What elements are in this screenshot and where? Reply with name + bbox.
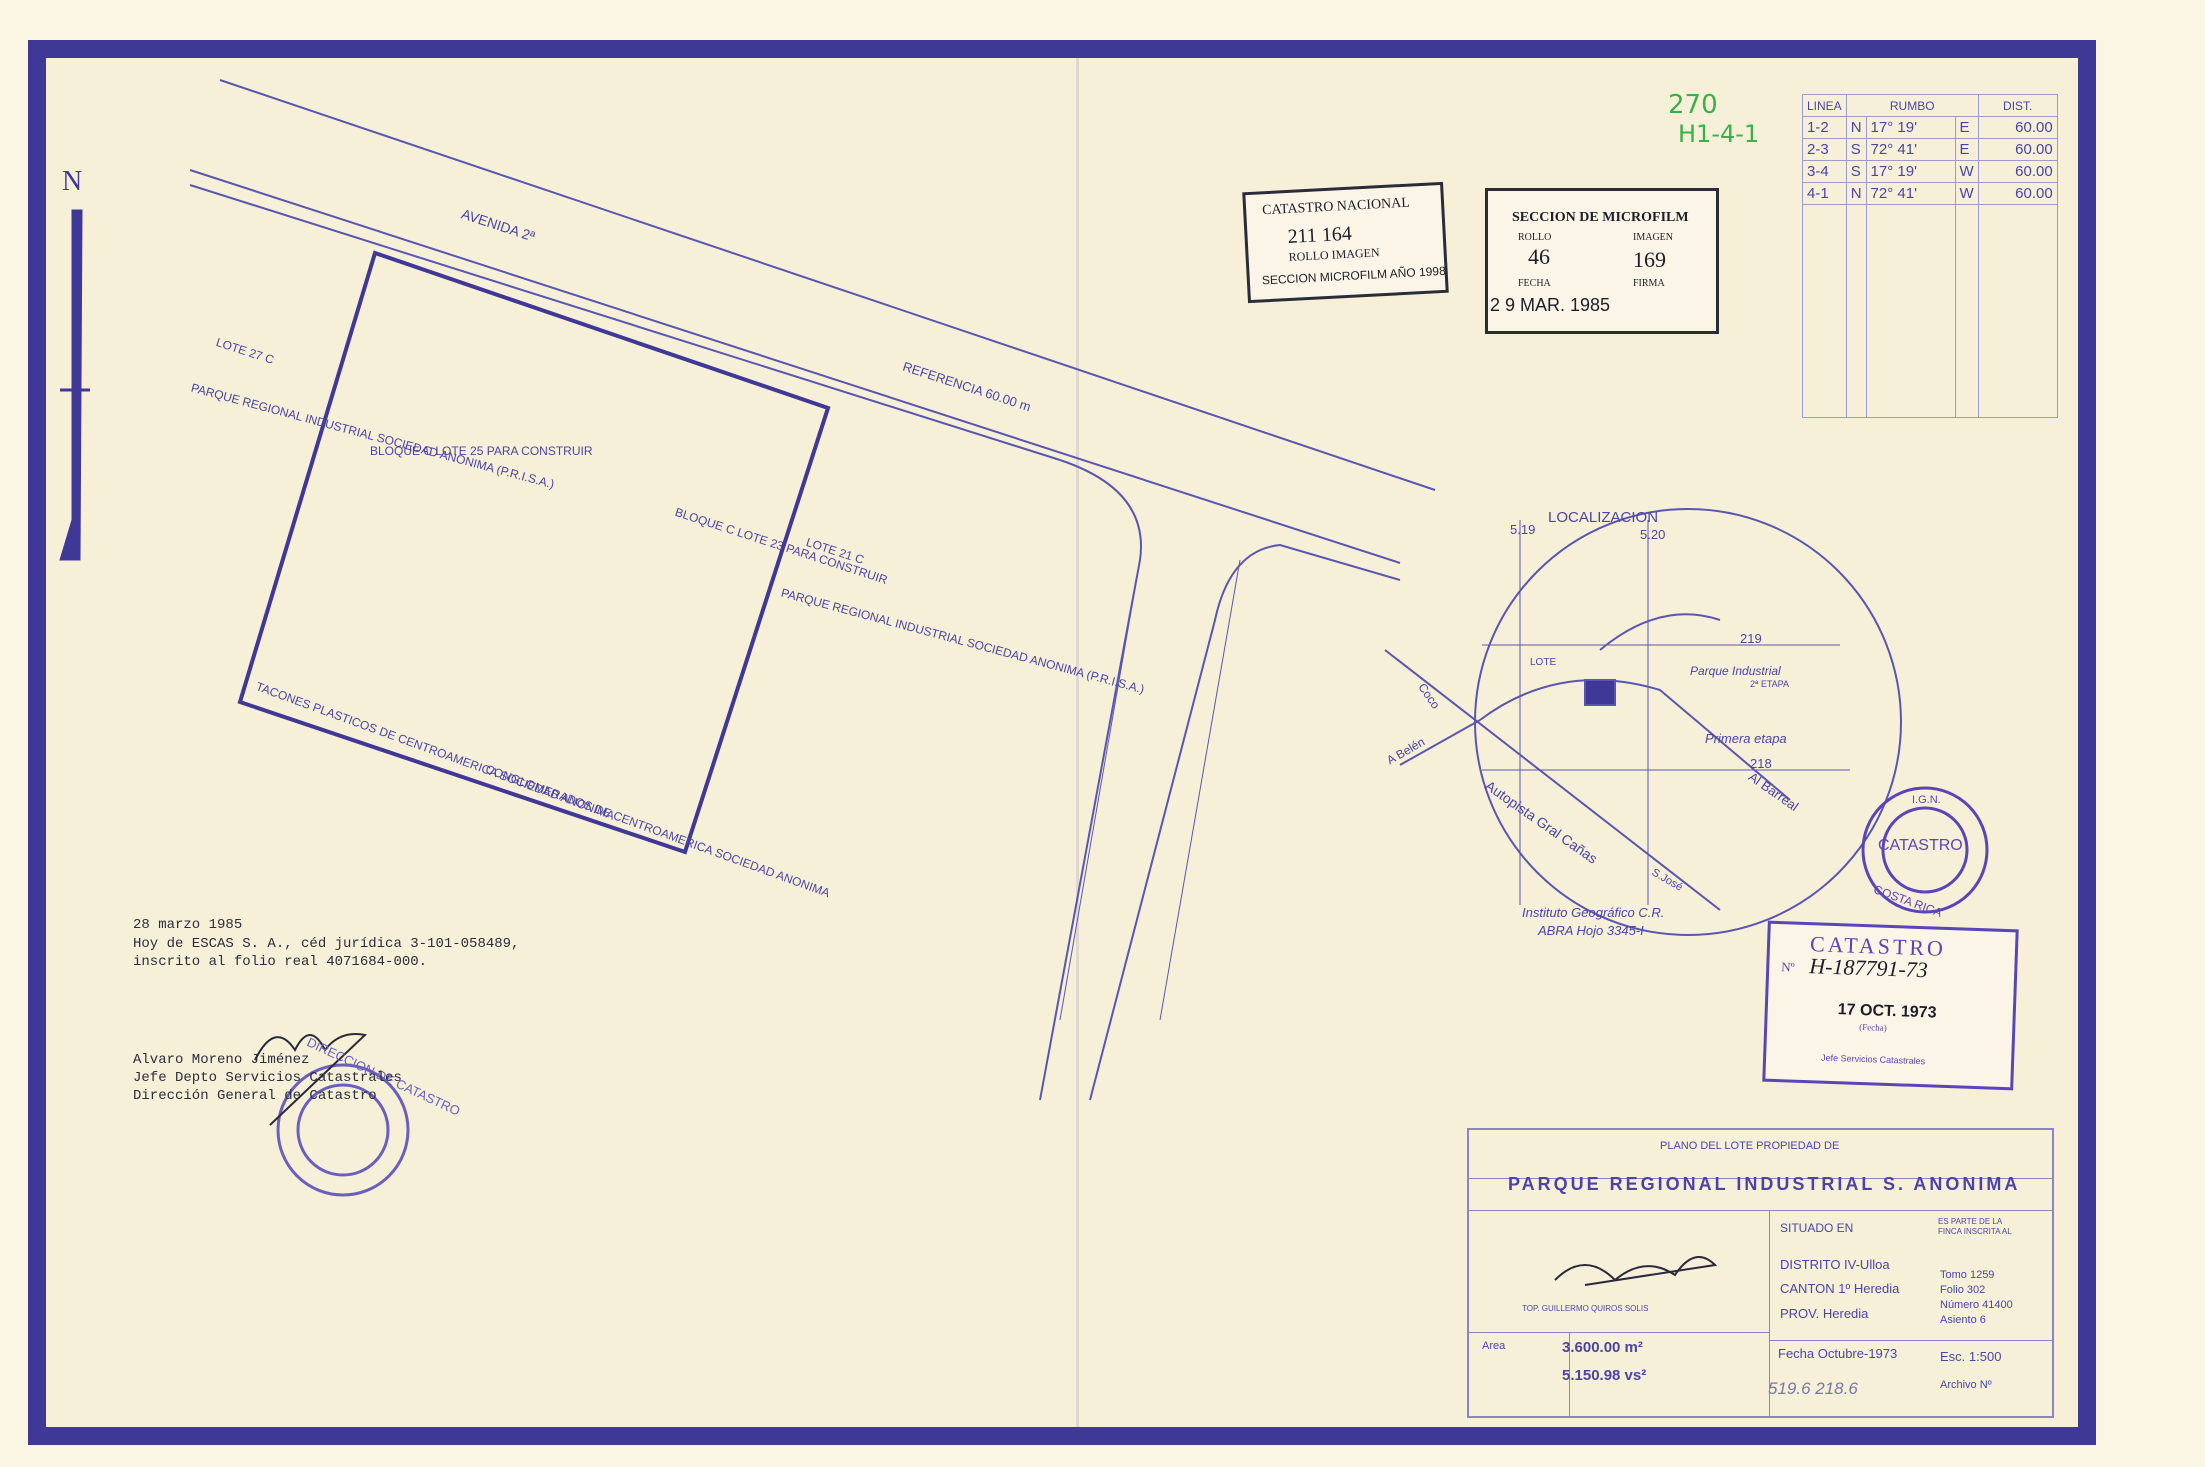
title-block-caption: PLANO DEL LOTE PROPIEDAD DE (1660, 1140, 1840, 1152)
signer-office: Dirección General de Catastro (133, 1088, 377, 1104)
catastro-nacional-stamp: CATASTRO NACIONAL 211 164 ROLLO IMAGEN S… (1242, 181, 1449, 304)
table-header: LINEA (1802, 94, 1847, 117)
area-label: Area (1482, 1340, 1506, 1352)
table-header: DIST. (1977, 94, 2058, 117)
avenida-north-edge (219, 79, 1436, 491)
north-arrow-icon (59, 209, 90, 561)
note-date: 28 marzo 1985 (133, 917, 243, 933)
registro-field: Asiento 6 (1940, 1314, 1986, 1326)
table-row: 1-2 N 17° 19' E 60.00 (1802, 116, 2058, 139)
source-label: ABRA Hojo 3345-I (1538, 923, 1644, 938)
place-label: Parque Industrial (1690, 664, 1781, 678)
grid-label: 218 (1750, 756, 1772, 771)
area-vs2: 5.150.98 vs² (1562, 1367, 1647, 1384)
canton-value: CANTON 1º Heredia (1780, 1281, 1900, 1296)
registro-field: Folio 302 (1940, 1284, 1986, 1296)
seal-text: CATASTRO (1878, 837, 1963, 854)
calle-west-edge (1039, 459, 1142, 1101)
title-block (1467, 1128, 2054, 1418)
lot-marker-label: LOTE (1530, 657, 1557, 668)
grid-label: 219 (1740, 631, 1762, 646)
place-label: Primera etapa (1705, 731, 1787, 746)
registro-field: Tomo 1259 (1940, 1269, 1995, 1281)
table-row: 4-1 N 72° 41' W 60.00 (1802, 182, 2058, 205)
finca-note: FINCA INSCRITA AL (1938, 1227, 2012, 1236)
situado-label: SITUADO EN (1780, 1221, 1854, 1235)
table-row: 3-4 S 17° 19' W 60.00 (1802, 160, 2058, 183)
note-line: Hoy de ESCAS S. A., céd jurídica 3-101-0… (133, 936, 520, 952)
location-map-title: LOCALIZACION (1548, 509, 1659, 526)
catastro-registration-stamp: CATASTRO Nº H-187791-73 17 OCT. 1973 (Fe… (1762, 920, 2019, 1091)
green-annotation: 270 (1668, 90, 1718, 120)
signature-topografo-icon (1554, 1256, 1718, 1286)
table-row: 2-3 S 72° 41' E 60.00 (1802, 138, 2058, 161)
source-label: Instituto Geográfico C.R. (1522, 905, 1665, 920)
seal-text: I.G.N. (1912, 794, 1941, 806)
title-block-surveyor: TOP. GUILLERMO QUIROS SOLIS (1522, 1304, 1649, 1313)
lot-boundary (237, 250, 831, 855)
avenida-sidewalk-line (189, 169, 1401, 564)
archivo-label: Archivo Nº (1940, 1379, 1992, 1391)
lot-label: BLOQUE C LOTE 25 PARA CONSTRUIR (370, 444, 593, 458)
pencil-annotation: 519.6 218.6 (1768, 1379, 1858, 1398)
signature-moreno-icon (254, 1033, 368, 1126)
grid-label: 5.20 (1640, 527, 1666, 542)
cadastral-plan-paper (28, 40, 2096, 1445)
microfilm-stamp: SECCION DE MICROFILM ROLLO IMAGEN 46 169… (1485, 188, 1719, 334)
finca-note: ES PARTE DE LA (1938, 1217, 2003, 1226)
avenida-south-edge (189, 184, 1061, 461)
signer-name: Alvaro Moreno Jiménez (133, 1052, 310, 1068)
title-block-owner: PARQUE REGIONAL INDUSTRIAL S. ANONIMA (1508, 1174, 2021, 1194)
green-annotation: H1-4-1 (1678, 120, 1760, 148)
location-map (1384, 508, 1902, 936)
table-header: RUMBO (1845, 94, 1979, 117)
area-m2: 3.600.00 m² (1562, 1339, 1643, 1356)
note-line: inscrito al folio real 4071684-000. (133, 954, 428, 970)
escala-value: Esc. 1:500 (1940, 1349, 2002, 1364)
north-label: N (62, 166, 83, 197)
provincia-value: PROV. Heredia (1780, 1306, 1869, 1321)
signer-title: Jefe Depto Servicios Catastrales (133, 1070, 402, 1086)
bearing-table: LINEA RUMBO DIST. 1-2 N 17° 19' E 60.00 … (1802, 94, 2058, 418)
fecha-value: Fecha Octubre-1973 (1778, 1346, 1898, 1361)
calle-east-edge (1089, 543, 1401, 1101)
ign-catastro-seal-icon (1861, 786, 1989, 914)
place-label: 2ª ETAPA (1750, 679, 1790, 689)
direccion-catastro-seal-icon (276, 1063, 410, 1197)
registro-field: Número 41400 (1940, 1299, 2013, 1311)
distrito-value: DISTRITO IV-Ulloa (1780, 1257, 1890, 1272)
grid-label: 5.19 (1510, 522, 1536, 537)
